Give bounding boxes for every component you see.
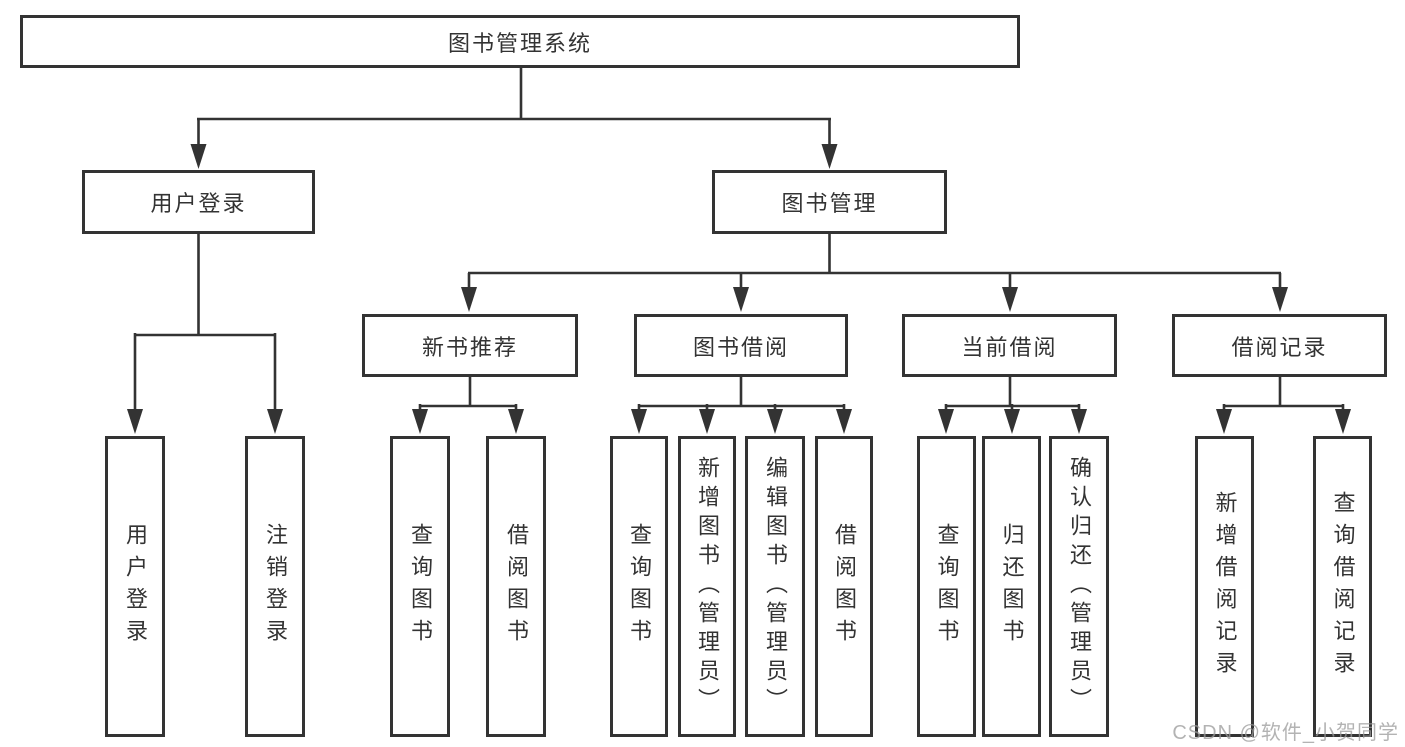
leaf-label: 注销登录 (263, 522, 288, 651)
node-current-borrowing: 当前借阅 (902, 314, 1117, 377)
arrowhead (1335, 409, 1351, 434)
leaf-query-books-current: 查询图书 (917, 436, 976, 737)
arrowhead (508, 409, 524, 434)
node-current-borrowing-label: 当前借阅 (961, 334, 1058, 360)
leaf-query-books-recommend: 查询图书 (390, 436, 450, 737)
node-root-label: 图书管理系统 (447, 30, 592, 56)
arrowhead (733, 287, 749, 312)
csdn-watermark: CSDN @软件_小贺同学 (1172, 722, 1399, 744)
arrowhead (1004, 409, 1020, 434)
arrowhead (767, 409, 783, 434)
node-borrowing-records: 借阅记录 (1172, 314, 1387, 377)
leaf-label: 新增借阅记录 (1212, 490, 1238, 683)
arrowhead (631, 409, 647, 434)
leaf-query-borrow-record: 查询借阅记录 (1313, 436, 1372, 737)
node-user-login: 用户登录 (82, 170, 315, 234)
arrowhead (821, 144, 838, 169)
node-new-book-recommendation-label: 新书推荐 (421, 334, 518, 360)
leaf-label: 查询图书 (627, 522, 652, 651)
leaf-confirm-return-admin: 确认归还（管理员） (1049, 436, 1109, 737)
node-book-borrowing: 图书借阅 (634, 314, 848, 377)
node-book-borrowing-label: 图书借阅 (692, 334, 789, 360)
leaf-label: 查询图书 (408, 522, 433, 651)
node-root: 图书管理系统 (20, 15, 1020, 68)
leaf-label: 确认归还（管理员） (1067, 456, 1092, 717)
leaf-label: 查询图书 (934, 522, 960, 651)
arrowhead (1002, 287, 1018, 312)
leaf-label: 借阅图书 (832, 522, 857, 651)
leaf-label: 用户登录 (123, 522, 148, 651)
leaf-label: 编辑图书（管理员） (763, 456, 788, 717)
arrowhead (699, 409, 715, 434)
arrowhead (461, 287, 477, 312)
leaf-label: 归还图书 (999, 522, 1025, 651)
arrowhead (190, 144, 207, 169)
arrowhead (1216, 409, 1232, 434)
leaf-user-login: 用户登录 (105, 436, 165, 737)
node-user-login-label: 用户登录 (150, 191, 247, 216)
leaf-edit-books-admin: 编辑图书（管理员） (745, 436, 805, 737)
arrowhead (267, 409, 283, 434)
arrowhead (1272, 287, 1288, 312)
node-book-management-label: 图书管理 (781, 191, 878, 216)
leaf-return-books: 归还图书 (982, 436, 1041, 737)
leaf-add-books-admin: 新增图书（管理员） (678, 436, 736, 737)
leaf-borrow-books-borrowing: 借阅图书 (815, 436, 873, 737)
leaf-borrow-books-recommend: 借阅图书 (486, 436, 546, 737)
leaf-add-borrow-record: 新增借阅记录 (1195, 436, 1254, 737)
arrowhead (127, 409, 143, 434)
arrowhead (938, 409, 954, 434)
leaf-query-books-borrowing: 查询图书 (610, 436, 668, 737)
arrowhead (836, 409, 852, 434)
node-borrowing-records-label: 借阅记录 (1231, 334, 1328, 360)
leaf-label: 新增图书（管理员） (695, 456, 720, 717)
arrowhead (1071, 409, 1087, 434)
leaf-label: 借阅图书 (504, 522, 529, 651)
node-book-management: 图书管理 (712, 170, 947, 234)
node-new-book-recommendation: 新书推荐 (362, 314, 578, 377)
arrowhead (412, 409, 428, 434)
leaf-label: 查询借阅记录 (1330, 490, 1356, 683)
leaf-logout: 注销登录 (245, 436, 305, 737)
